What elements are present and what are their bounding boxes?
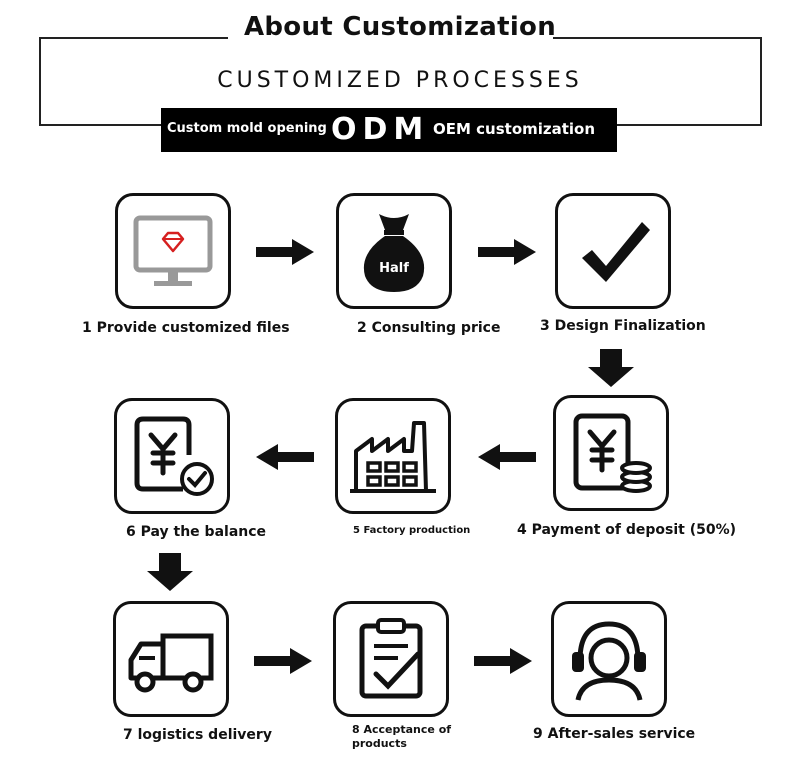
arrow-right-8-9 <box>474 648 532 674</box>
band-middle-text: ODM <box>331 112 430 147</box>
band-left-text: Custom mold opening <box>167 121 327 136</box>
step-4-box <box>553 395 669 511</box>
arrow-down-3-4 <box>588 349 634 387</box>
step-1-label: 1 Provide customized files <box>82 320 290 336</box>
yuan-coins-icon <box>573 413 652 493</box>
arrow-right-2-3 <box>478 239 536 265</box>
step-7-box <box>113 601 229 717</box>
step-2-box: Half <box>336 193 452 309</box>
step-7-label: 7 logistics delivery <box>123 727 272 743</box>
step-2-label: 2 Consulting price <box>357 320 501 336</box>
step-9-box <box>551 601 667 717</box>
bag-text: Half <box>379 261 409 276</box>
step-5-box <box>335 398 451 514</box>
step-9-label: 9 After-sales service <box>533 726 696 742</box>
step-1-box <box>115 193 231 309</box>
arrow-down-6-7 <box>147 553 193 591</box>
step-6-label: 6 Pay the balance <box>126 524 267 540</box>
service-band: Custom mold opening ODM OEM customizatio… <box>161 108 617 152</box>
truck-icon <box>128 633 214 693</box>
step-3-label: 3 Design Finalization <box>540 318 706 334</box>
step-6-box <box>114 398 230 514</box>
arrow-right-1-2 <box>256 239 314 265</box>
page-subtitle: CUSTOMIZED PROCESSES <box>217 68 583 93</box>
factory-icon <box>350 421 436 493</box>
page-title: About Customization <box>243 12 557 42</box>
band-right-text: OEM customization <box>433 120 596 138</box>
headset-agent-icon <box>572 621 646 701</box>
arrow-right-7-8 <box>254 648 312 674</box>
step-5-label: 5 Factory production <box>353 525 471 536</box>
yuan-check-icon <box>134 416 214 496</box>
monitor-diamond-icon <box>133 215 213 286</box>
frame-top-left-line <box>39 37 228 39</box>
step-8-label: 8 Acceptance of products <box>352 723 452 750</box>
frame-top-right-line <box>553 37 762 39</box>
step-3-box <box>555 193 671 309</box>
arrow-left-5-6 <box>256 444 314 470</box>
checkmark-icon <box>582 222 650 282</box>
arrow-left-4-5 <box>478 444 536 470</box>
money-bag-icon: Half <box>363 214 425 292</box>
step-4-label: 4 Payment of deposit (50%) <box>517 522 737 538</box>
step-8-box <box>333 601 449 717</box>
clipboard-check-icon <box>359 618 423 699</box>
